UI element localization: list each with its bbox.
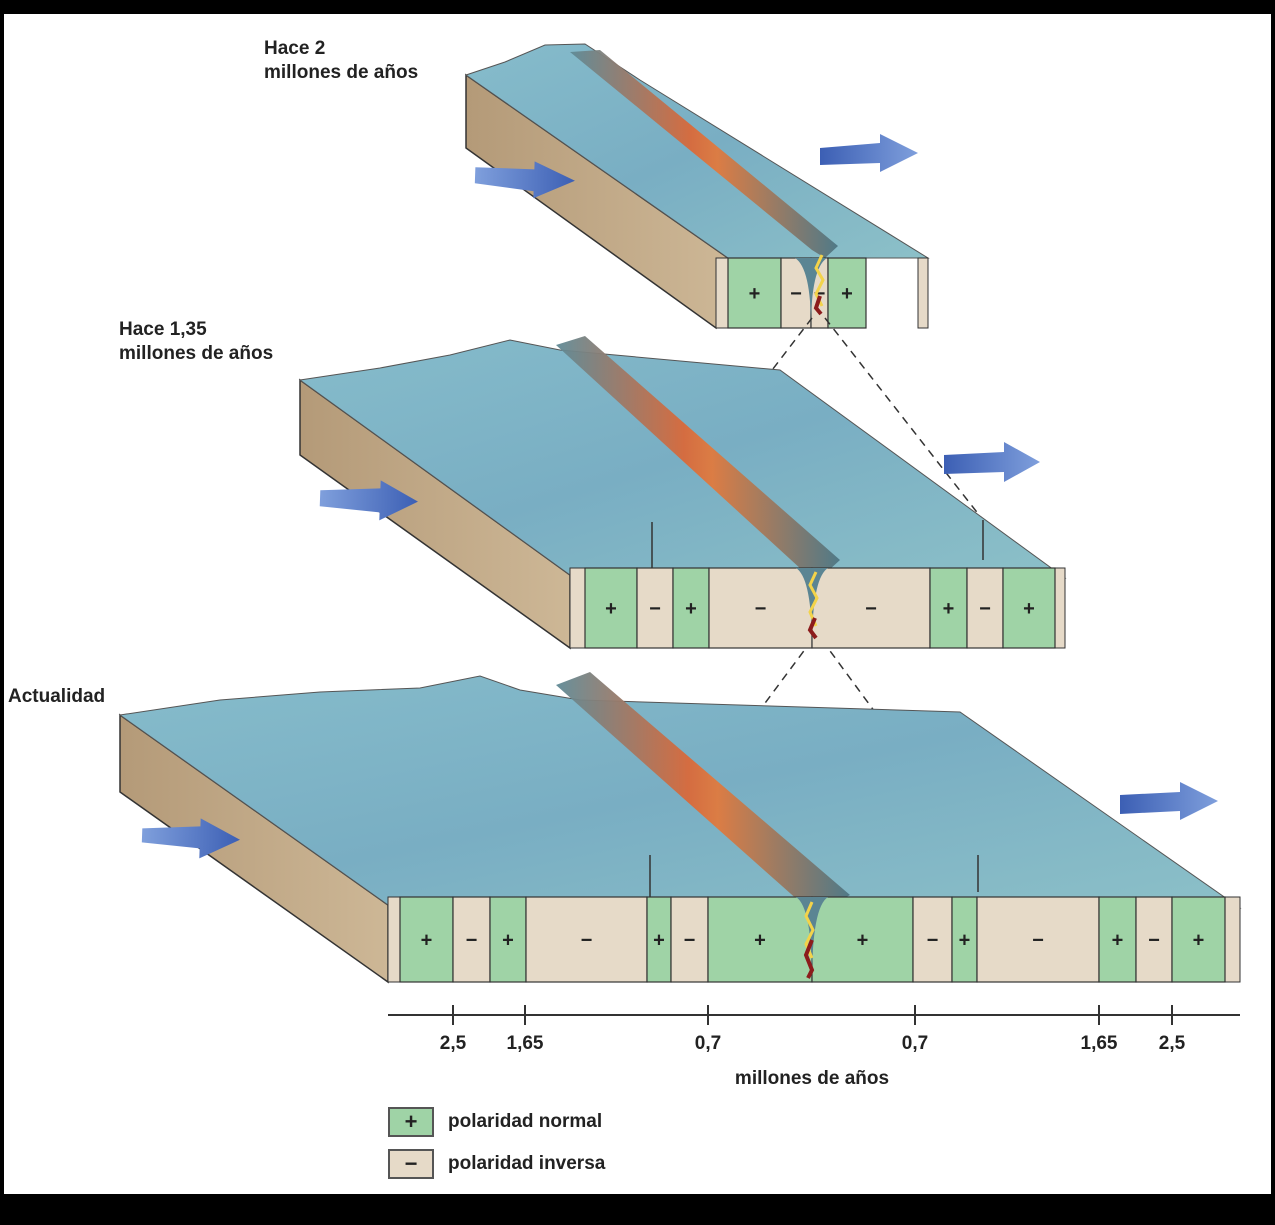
stripe-sign: − [684,930,696,952]
stripe-sign: − [1148,930,1160,952]
age-tick-label: 2,5 [1159,1033,1186,1054]
stripe-end [917,257,929,329]
stripe-reverse [966,567,1004,649]
age-tick-label: 0,7 [902,1033,928,1054]
stripe-sign: + [421,930,433,952]
block-2ma: +−−+ [464,43,930,330]
legend-normal-swatch: + [388,1107,434,1137]
block-present-front-stripes: +−+−+−++−+−+−+ [387,896,1241,983]
stripe-reverse [525,896,648,983]
legend-reverse-swatch: − [388,1149,434,1179]
arrow-left-135ma [319,480,418,521]
age-scale-unit: millones de años [735,1068,889,1089]
stripe-sign: + [605,598,617,620]
arrow-right-135ma [944,442,1040,482]
stripe-sign: − [979,598,991,620]
block-135ma: + − + − − + − + [298,336,1067,650]
block-2ma-ridge [570,50,838,258]
stripe-sign: − [814,283,826,305]
stripe-sign: + [1193,930,1205,952]
block-present-ridge [556,672,850,912]
stripe-sign: − [1032,930,1044,952]
stripe-sign: + [685,598,697,620]
stripe-normal [1098,896,1137,983]
arrow-right-2ma [820,134,918,172]
rift-notch [795,258,827,328]
arrow-left-present [141,818,240,859]
stripe-sign: − [755,598,767,620]
stripe-normal [672,567,710,649]
legend-normal-label: polaridad normal [448,1111,603,1132]
stripe-reverse [811,567,931,649]
stripe-end [387,896,401,983]
stage-label-2ma-line2: millones de años [264,62,419,83]
age-tick-label: 1,65 [507,1033,544,1054]
stripe-sign: + [943,598,955,620]
stripe-sign: − [581,930,593,952]
stripe-sign: + [1023,598,1035,620]
arrow-left-2ma [474,161,575,199]
stripe-normal [489,896,527,983]
stage-label-135ma-line2: millones de años [119,343,274,364]
stripe-end [569,567,586,649]
block-135ma-magma [808,571,819,627]
stripe-sign: − [649,598,661,620]
block-present: +−+−+−++−+−+−+ [118,672,1242,984]
stripe-sign: − [790,283,802,305]
stripe-sign: + [841,283,853,305]
stripe-sign: − [927,930,939,952]
stripe-sign: + [959,930,971,952]
stripe-sign: + [502,930,514,952]
stripe-reverse [1135,896,1173,983]
stripe-normal [646,896,672,983]
stripe-end [1054,567,1066,649]
stripe-sign: + [1112,930,1124,952]
stripe-reverse [670,896,709,983]
stripe-reverse [912,896,953,983]
stripe-sign: − [466,930,478,952]
stripe-sign: − [865,598,877,620]
stripe-end [715,257,729,329]
stage-label-135ma: Hace 1,35 millones de años [119,318,273,366]
age-tick-label: 0,7 [695,1033,721,1054]
stripe-reverse [636,567,674,649]
rift-notch [796,897,828,982]
stripe-normal [584,567,638,649]
age-tick-label: 1,65 [1081,1033,1118,1054]
stripe-normal [827,257,867,329]
stripe-sign: + [754,930,766,952]
stage-label-present-line1: Actualidad [8,686,106,707]
stage-label-2ma-line1: Hace 2 [264,38,326,59]
stripe-normal [727,257,782,329]
age-tick-label: 2,5 [440,1033,467,1054]
stripe-reverse [452,896,491,983]
block-2ma-front-stripes: +−−+ [715,257,929,329]
block-135ma-ridge [556,336,840,580]
legend-reverse-label: polaridad inversa [448,1153,606,1174]
stage-label-2ma: Hace 2 millones de años [264,37,418,85]
arrow-right-present [1120,782,1218,820]
legend-normal: + polaridad normal [388,1106,602,1138]
stripe-end [1224,896,1241,983]
stripe-normal [1171,896,1226,983]
stripe-sign: + [749,283,761,305]
legend-reverse: − polaridad inversa [388,1148,605,1180]
stage-label-135ma-line1: Hace 1,35 [119,319,207,340]
stripe-normal [1002,567,1056,649]
stripe-reverse [708,567,813,649]
stage-label-present: Actualidad [8,685,105,709]
age-scale: 2,5 1,65 0,7 0,7 1,65 2,5 millones de años [388,1005,1240,1089]
block-135ma-front-stripes: + − + − − + − + [569,567,1066,649]
stripe-sign: + [857,930,869,952]
stripe-sign: + [653,930,665,952]
